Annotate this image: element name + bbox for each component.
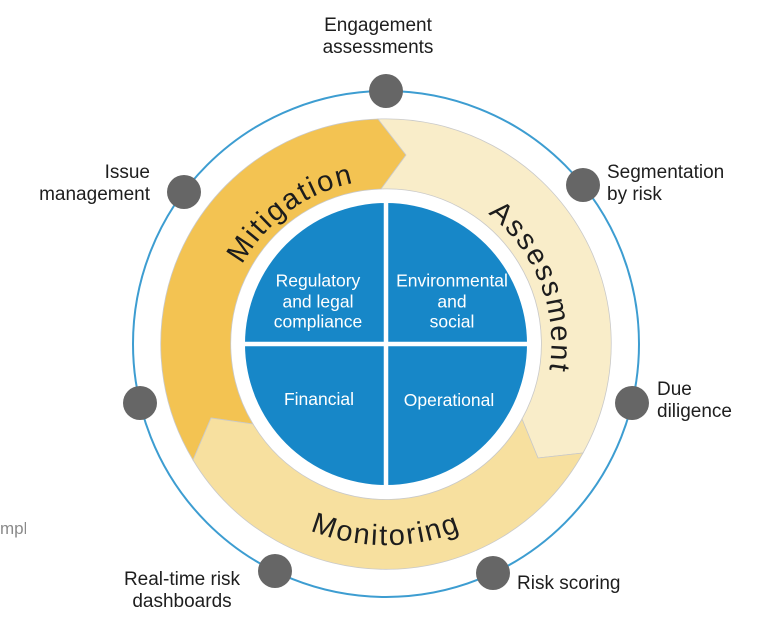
satellite-label-engagement-assessments: Engagement assessments (322, 15, 434, 58)
satellite-dot-left (123, 386, 157, 420)
satellite-label-risk-scoring: Risk scoring (517, 573, 621, 594)
satellite-dot-lower-left (258, 554, 292, 588)
quadrant-label-regulatory: Regulatory and legal compliance (273, 270, 363, 332)
quadrant-label-operational: Operational (403, 389, 495, 410)
quadrant-label-environmental: Environmental and social (396, 270, 508, 332)
clipped-text-fragment: mpl (0, 519, 26, 538)
satellite-label-segmentation-by-risk: Segmentation by risk (607, 162, 725, 205)
satellite-dot-top (369, 74, 403, 108)
quadrant-label-financial: Financial (283, 388, 355, 409)
satellite-label-realtime-risk-dashboards: Real-time risk dashboards (123, 569, 241, 612)
satellite-label-due-diligence: Due diligence (657, 379, 732, 422)
ring-segment-monitoring (192, 417, 584, 570)
satellite-dot-upper-right (566, 168, 600, 202)
satellite-dot-lower-right (476, 556, 510, 590)
satellite-dot-upper-left (167, 175, 201, 209)
satellite-label-issue-management: Issue management (39, 162, 150, 205)
satellite-dot-right (615, 386, 649, 420)
ring-segment-assessment (377, 118, 612, 459)
